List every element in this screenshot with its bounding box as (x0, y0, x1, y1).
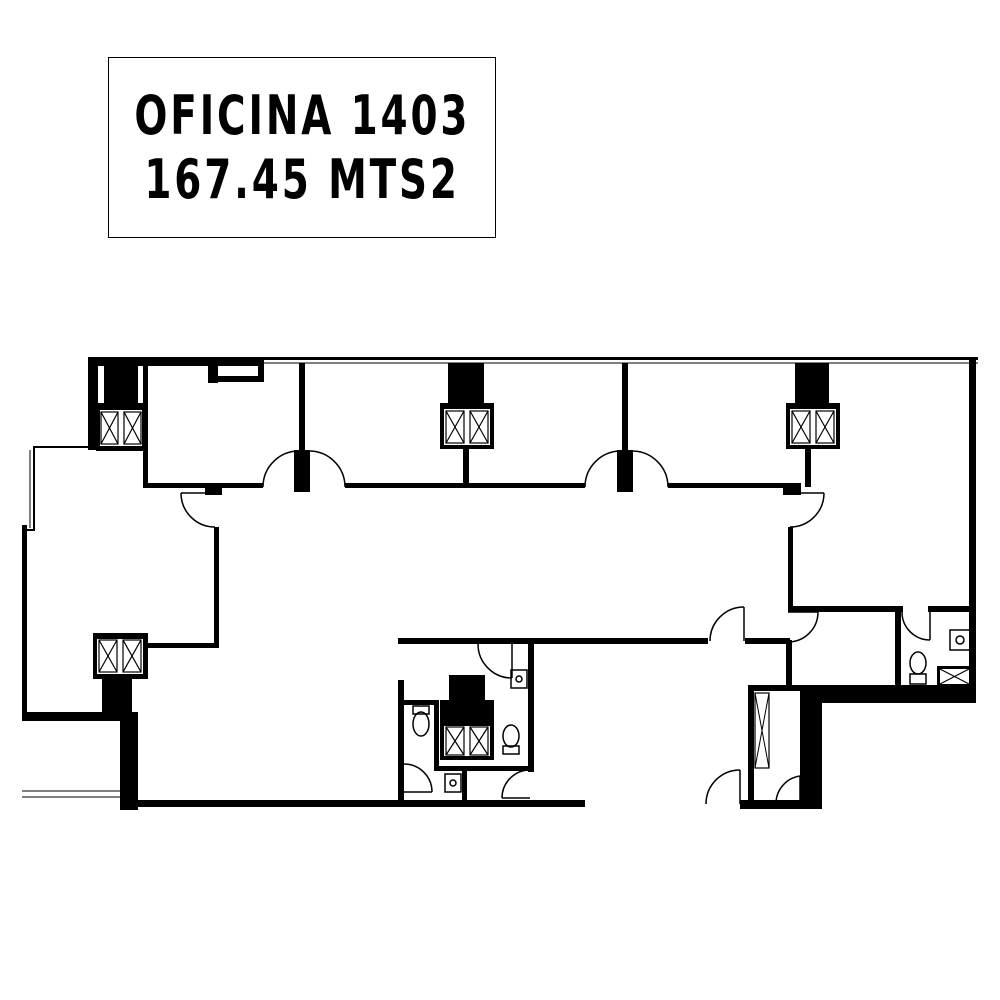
east-room-walls (786, 527, 973, 690)
central-doors (477, 606, 819, 679)
shaft-middle (440, 363, 494, 487)
shaft-top-left (96, 363, 148, 451)
central-walls (398, 638, 790, 772)
east-restroom (901, 611, 972, 687)
office-doors-top (180, 450, 825, 528)
title-box: OFICINA 1403 167.45 MTS2 (108, 57, 496, 238)
partition-wall-1 (294, 363, 310, 492)
partition-wall-2 (617, 363, 633, 492)
office-area: 167.45 MTS2 (144, 147, 460, 211)
corridor-top-wall (345, 483, 801, 495)
exterior-left-wall (22, 357, 138, 810)
shaft-lower-left (93, 633, 148, 679)
exterior-right-wall (800, 357, 976, 809)
exterior-bottom-wall (120, 800, 822, 809)
office-name: OFICINA 1403 (133, 83, 471, 147)
west-room-walls (140, 527, 219, 648)
service-area (705, 685, 803, 805)
office-1-walls (143, 363, 263, 495)
restroom-fixtures (403, 669, 531, 799)
shaft-right (786, 363, 840, 487)
exterior-top-wall (88, 357, 978, 383)
restroom-block (398, 675, 534, 800)
